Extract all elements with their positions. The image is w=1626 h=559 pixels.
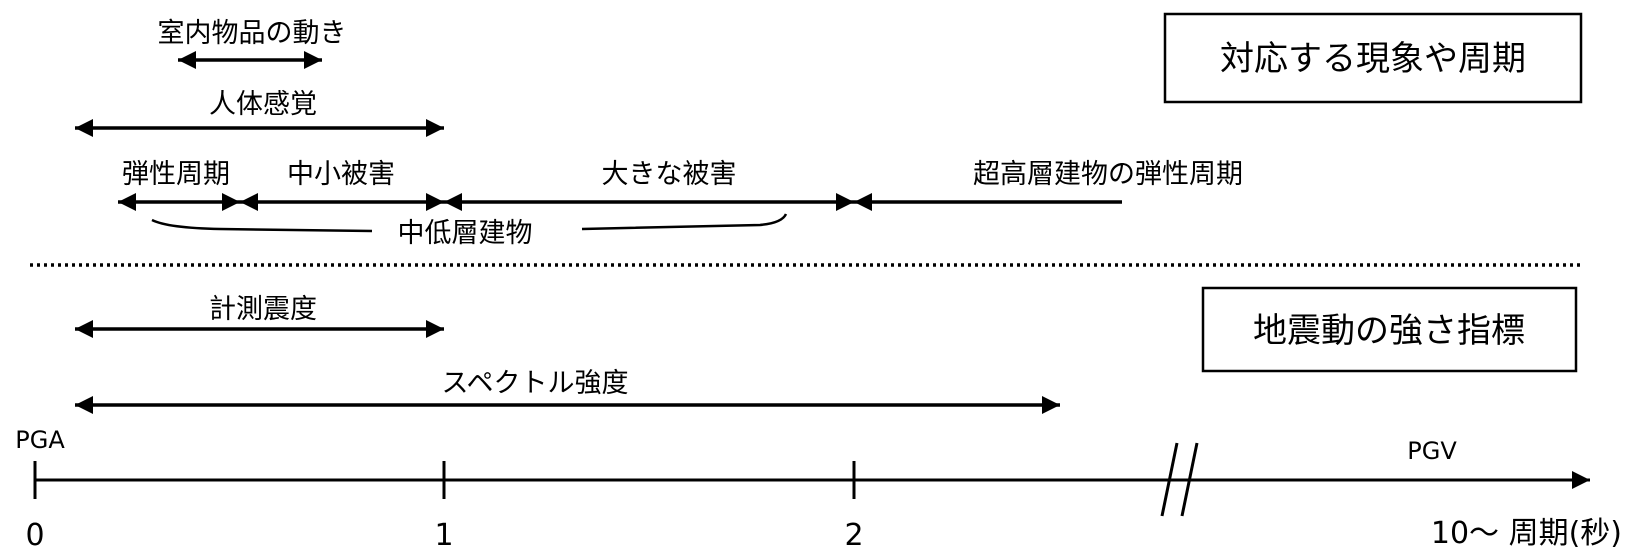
tick-label-1: 1 bbox=[434, 518, 453, 553]
tick-label-2: 2 bbox=[844, 518, 863, 553]
tick-label-0: 0 bbox=[25, 518, 44, 553]
indices-box: 地震動の強さ指標 bbox=[1201, 286, 1578, 373]
axis-end-label: 10～ 周期(秒) bbox=[1431, 516, 1622, 551]
superhighrise-label: 超高層建物の弾性周期 bbox=[973, 159, 1243, 190]
phenomena-heading: 対応する現象や周期 bbox=[1220, 39, 1526, 79]
elastic-period-label: 弾性周期 bbox=[122, 159, 230, 190]
minor-damage-label: 中小被害 bbox=[287, 159, 395, 190]
axis-break-mark-1 bbox=[1160, 442, 1179, 517]
major-damage-label: 大きな被害 bbox=[602, 159, 737, 190]
pgv-label: PGV bbox=[1407, 437, 1457, 465]
seismic-intensity-label: 計測震度 bbox=[209, 294, 317, 325]
axis-break-mark-2 bbox=[1180, 442, 1199, 517]
spectrum-intensity-label: スペクトル強度 bbox=[441, 368, 628, 399]
lowmid-rise-label: 中低層建物 bbox=[398, 218, 533, 249]
human-sense-label: 人体感覚 bbox=[209, 89, 317, 120]
lowmid-brace-right bbox=[581, 213, 788, 231]
phenomena-box: 対応する現象や周期 bbox=[1163, 12, 1583, 104]
indoor-objects-label: 室内物品の動き bbox=[158, 18, 347, 49]
indices-heading: 地震動の強さ指標 bbox=[1253, 311, 1525, 351]
lowmid-brace-left bbox=[151, 218, 373, 233]
pga-label: PGA bbox=[15, 426, 65, 454]
